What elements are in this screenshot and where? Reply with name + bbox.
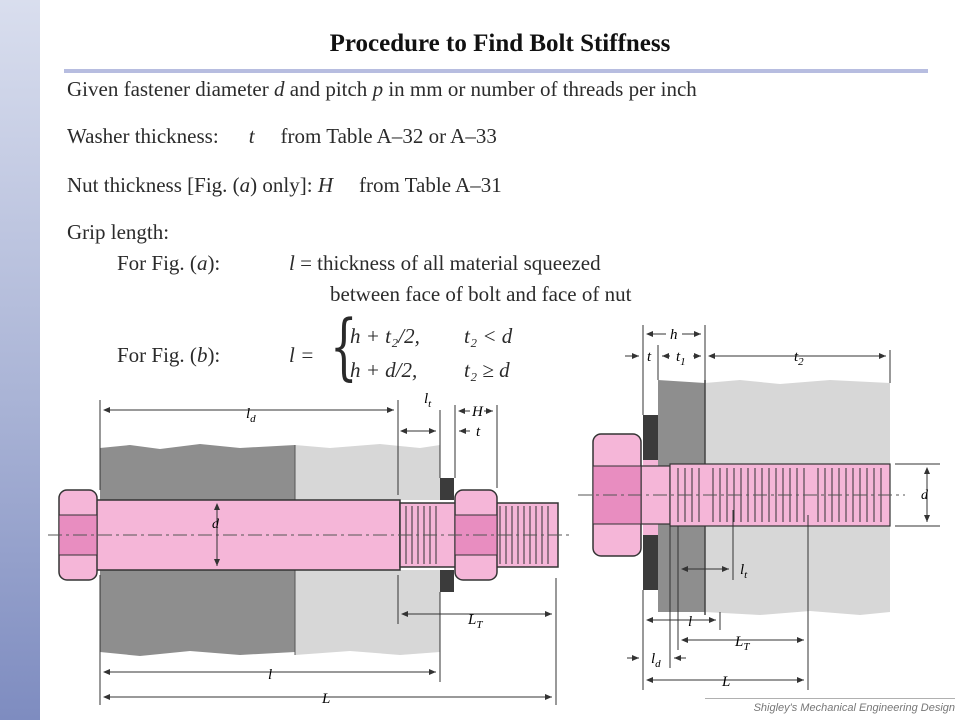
washer-symbol: t — [248, 124, 255, 148]
fig-b-t2-label: t2 — [794, 349, 804, 368]
for-a-continuation: between face of bolt and face of nut — [330, 282, 632, 306]
fig-b-t-label: t — [647, 349, 652, 365]
fig-a-h-label: H — [471, 404, 484, 420]
book-credit: Shigley's Mechanical Engineering Design — [705, 698, 955, 714]
fig-a-upper-dark-member — [100, 444, 295, 500]
fig-a-l-label: l — [268, 667, 272, 683]
fig-b-h-label: h — [670, 327, 678, 343]
fig-a-t-label: t — [476, 424, 481, 440]
washer-source: from Table A–32 or A–33 — [280, 124, 497, 148]
fig-a-d-label: d — [212, 517, 220, 532]
case-1-expr: h + t₂/2, — [350, 324, 420, 348]
title-underline — [64, 69, 928, 73]
fig-b-LT-label: LT — [734, 634, 750, 653]
fig-b-L-label: L — [721, 674, 730, 690]
for-a-fig-ref: a — [196, 251, 208, 275]
fig-b-t1-label: t1 — [676, 349, 686, 368]
fig-a-LT-label: LT — [467, 612, 483, 631]
fig-a-washer-top — [440, 478, 454, 500]
given-text-a: Given fastener diameter — [67, 77, 274, 101]
fig-a-L-label: L — [321, 691, 330, 707]
for-b-text-a: For Fig. ( — [117, 343, 197, 367]
fig-a-upper-light-member — [295, 444, 440, 500]
grip-line: Grip length: — [67, 220, 170, 244]
for-a-l-symbol: l — [289, 251, 295, 275]
for-a-text-b: ): — [207, 251, 221, 275]
for-b-fig-ref: b — [196, 343, 208, 367]
fig-a-bolt-head-flat — [58, 514, 98, 556]
washer-label: Washer thickness: — [67, 124, 219, 148]
figure-b: h t t1 t2 d lt l LT ld — [578, 325, 940, 690]
fig-a-lower-light-member — [295, 570, 440, 655]
given-d-symbol: d — [274, 77, 285, 101]
fig-b-l-label: l — [688, 614, 692, 630]
nut-text-b: ) only]: — [250, 173, 318, 197]
left-gradient-sidebar — [0, 0, 40, 720]
case-1-condition: t₂ < d — [464, 324, 513, 348]
piecewise-formula: { h + t₂/2, t₂ < d h + d/2, t₂ ≥ d — [288, 310, 588, 388]
figure-a: ld lt H t d LT l L — [48, 391, 570, 707]
for-fig-b-line: For Fig. (b): — [117, 343, 220, 368]
nut-symbol: H — [317, 173, 333, 197]
for-b-text-b: ): — [207, 343, 221, 367]
for-a-equation: l = thickness of all material squeezed — [289, 251, 601, 276]
for-b-lhs: l = — [289, 343, 315, 367]
washer-line: Washer thickness: t from Table A–32 or A–3… — [67, 124, 497, 149]
given-text-b: and pitch — [284, 77, 373, 101]
for-fig-a-line: For Fig. (a): — [117, 251, 220, 276]
fig-a-washer-bottom — [440, 570, 454, 592]
for-a-equation-text: = thickness of all material squeezed — [294, 251, 601, 275]
given-line: Given fastener diameter d and pitch p in… — [67, 77, 697, 102]
nut-text-a: Nut thickness [Fig. ( — [67, 173, 240, 197]
fig-a-lt-label: lt — [424, 391, 432, 410]
fig-b-ld-label: ld — [651, 651, 661, 670]
given-p-symbol: p — [372, 77, 384, 101]
case-2-condition: t₂ ≥ d — [464, 358, 510, 382]
nut-source: from Table A–31 — [358, 173, 502, 197]
given-text-c: in mm or number of threads per inch — [383, 77, 697, 101]
fig-a-ld-label: ld — [246, 406, 256, 425]
fig-b-d-label: d — [921, 488, 929, 503]
for-a-text-a: For Fig. ( — [117, 251, 197, 275]
fig-a-lower-dark-member — [100, 570, 295, 656]
left-brace: { — [330, 304, 358, 388]
fig-b-lt-label: lt — [740, 562, 748, 581]
slide-title: Procedure to Find Bolt Stiffness — [329, 30, 671, 57]
nut-fig-ref: a — [239, 173, 251, 197]
case-2-expr: h + d/2, — [350, 358, 418, 382]
